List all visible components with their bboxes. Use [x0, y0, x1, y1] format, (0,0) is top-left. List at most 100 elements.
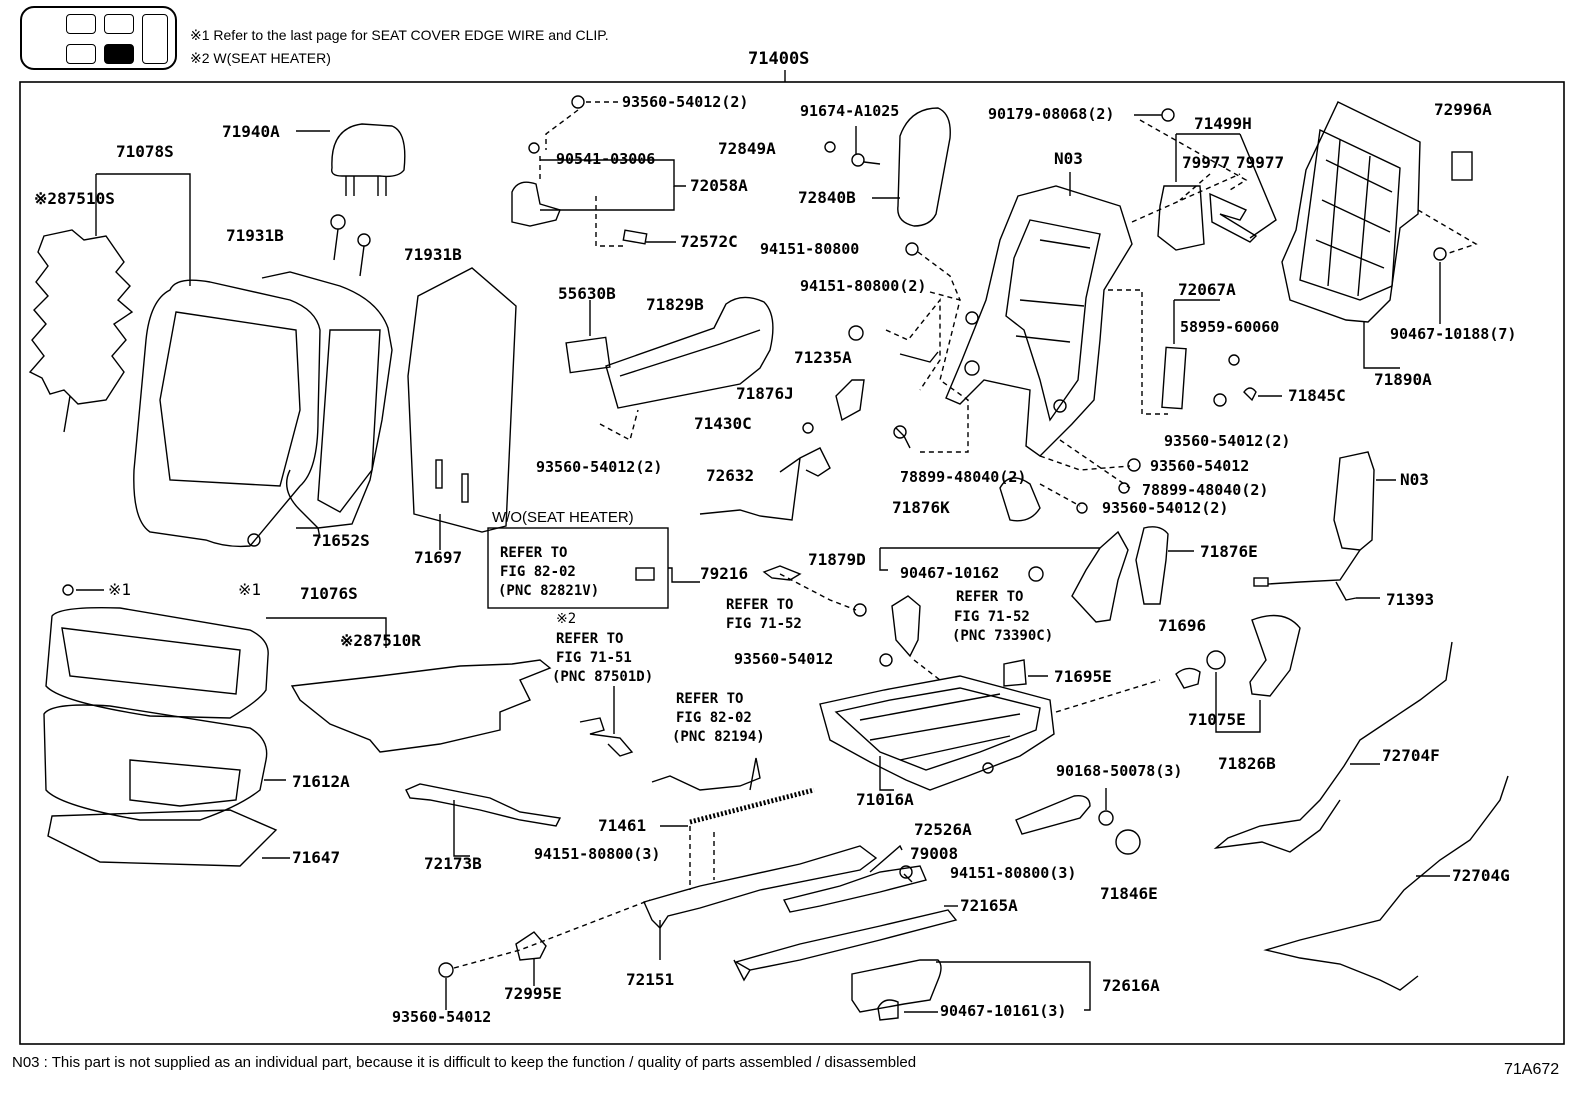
refer-fig-71-51-line4: (PNC 87501D) [552, 669, 654, 685]
part-72173b: 72173B [424, 854, 482, 873]
part-90179-08068-2: 90179-08068(2) [988, 105, 1115, 123]
side-pad-n03 [1333, 451, 1375, 551]
cable-72704f [1213, 641, 1453, 853]
part-72526a: 72526A [914, 820, 972, 839]
part-94151-80800: 94151-80800 [760, 240, 860, 258]
part-58959-60060: 58959-60060 [1180, 318, 1280, 336]
assembly-number: 71400S [748, 49, 810, 69]
seat-cushion-cover-illustration [43, 607, 269, 821]
cable-72632 [699, 447, 831, 521]
star1-note-mid: ※1 [238, 580, 262, 599]
seatback-cover-illustration [133, 271, 393, 548]
cover-71826b [1249, 614, 1301, 697]
part-71695e: 71695E [1054, 667, 1112, 686]
part-72058a: 72058A [690, 176, 748, 195]
refer-fig-71-51-line2: REFER TO [556, 631, 624, 647]
part-71696: 71696 [1158, 616, 1207, 635]
part-71393: 71393 [1386, 590, 1435, 609]
part-71876j: 71876J [736, 384, 794, 403]
seat-icon-second-left [66, 44, 96, 64]
star1-note-left: ※1 [108, 580, 132, 599]
refer-fig-82-02-a-line3: (PNC 82821V) [498, 583, 600, 599]
part-72704f: 72704F [1382, 746, 1440, 765]
cover-71695e [1003, 659, 1027, 687]
part-72996a: 72996A [1434, 100, 1492, 119]
wo-seat-heater-label: W/O(SEAT HEATER) [492, 509, 634, 526]
part-87510s: ※287510S [34, 189, 115, 208]
part-71647: 71647 [292, 848, 341, 867]
refer-fig-71-51-line3: FIG 71-51 [556, 650, 632, 666]
part-90168-50078-3: 90168-50078(3) [1056, 762, 1183, 780]
seatback-frame-illustration [945, 185, 1133, 457]
part-72616a: 72616A [1102, 976, 1160, 995]
part-72067a: 72067A [1178, 280, 1236, 299]
part-71876e: 71876E [1200, 542, 1258, 561]
felt-71647 [47, 809, 278, 867]
part-71826b: 71826B [1218, 754, 1276, 773]
clip-71931b-illustration [330, 214, 371, 277]
part-94151-80800-2: 94151-80800(2) [800, 277, 927, 295]
part-93560-54012-2-mid: 93560-54012(2) [536, 458, 663, 476]
part-72632: 72632 [706, 466, 755, 485]
refer-fig-82-02-a-line1: REFER TO [500, 545, 568, 561]
harness-87501d [579, 717, 634, 757]
part-87510r: ※287510R [340, 631, 421, 650]
armrest-pad-illustration [897, 107, 951, 227]
part-n03-side: N03 [1400, 470, 1429, 489]
part-72840b: 72840B [798, 188, 856, 207]
part-90467-10161-3: 90467-10161(3) [940, 1002, 1067, 1020]
part-79008: 79008 [910, 844, 959, 863]
part-71461: 71461 [598, 816, 647, 835]
part-71430c: 71430C [694, 414, 752, 433]
part-93560-54012-2-right: 93560-54012(2) [1164, 432, 1291, 450]
harness-82194 [651, 757, 761, 791]
part-71612a: 71612A [292, 772, 350, 791]
part-79216: 79216 [700, 564, 749, 583]
part-78899-48040-2-a: 78899-48040(2) [900, 468, 1027, 486]
cable-72704g [1263, 775, 1509, 991]
cover-71879d [1071, 530, 1129, 623]
part-72572c: 72572C [680, 232, 738, 251]
cover-72616a [851, 959, 942, 1013]
cover-72995e [515, 931, 547, 961]
figure-id: 71A672 [1504, 1061, 1560, 1078]
part-71016a: 71016A [856, 790, 914, 809]
part-93560-54012-d: 93560-54012 [392, 1008, 492, 1026]
part-n03-frame: N03 [1054, 149, 1083, 168]
nut-94151 [848, 325, 864, 341]
refer-fig-82-02-b-line1: REFER TO [676, 691, 744, 707]
cushion-frame-illustration [819, 675, 1055, 791]
clip-71876k [999, 477, 1041, 522]
seat-position-legend [20, 6, 177, 70]
cap-71846e [1115, 829, 1141, 855]
part-79977-a: 79977 [1182, 153, 1231, 172]
part-55630b: 55630B [558, 284, 616, 303]
part-90467-10162: 90467-10162 [900, 564, 1000, 582]
seat-icon-front-left [66, 14, 96, 34]
seatback-board-illustration [407, 267, 517, 533]
hinge-cover-illustration [511, 95, 648, 245]
part-72995e: 72995E [504, 984, 562, 1003]
cover-71876e [1135, 526, 1169, 605]
part-71846e: 71846E [1100, 884, 1158, 903]
header-note-2: ※2 W(SEAT HEATER) [190, 50, 331, 66]
part-93560-54012-b: 93560-54012 [1150, 457, 1250, 475]
rod-72173b [405, 783, 562, 827]
connector-79216 [762, 565, 802, 581]
refer-fig-82-02-b-line3: (PNC 82194) [672, 729, 765, 745]
part-72704g: 72704G [1452, 866, 1510, 885]
part-71879d: 71879D [808, 550, 866, 569]
back-heater-mat-illustration [28, 229, 134, 433]
refer-fig-71-52-b-line3: (PNC 73390C) [952, 628, 1054, 644]
refer-fig-71-52-a-line1: REFER TO [726, 597, 794, 613]
seat-track-illustration [643, 845, 958, 982]
side-trim-71829b-illustration [565, 296, 774, 409]
part-72165a: 72165A [960, 896, 1018, 915]
part-72151: 72151 [626, 970, 675, 989]
part-94151-80800-3-a: 94151-80800(3) [534, 845, 661, 863]
handle-72526a [1015, 795, 1091, 835]
headrest-illustration [296, 123, 406, 196]
part-71931b-2: 71931B [404, 245, 462, 264]
part-71829b: 71829B [646, 295, 704, 314]
part-71078s: 71078S [116, 142, 174, 161]
